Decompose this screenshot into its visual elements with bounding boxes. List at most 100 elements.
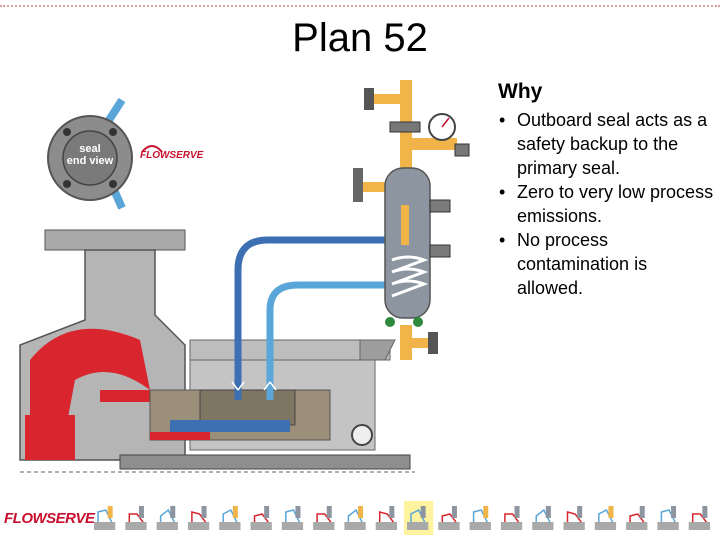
barrier-fluid-lines [231,236,385,400]
pressure-switch-icon [454,143,470,157]
gland-bolt [109,128,117,136]
gauge-needle-icon [441,117,450,128]
plan-thumbnail[interactable] [563,506,585,530]
orifice-flange [389,121,421,133]
thumbnail-vessel-icon [545,506,551,518]
barrier-outlet-line [234,236,385,400]
thumbnail-vessel-icon [170,506,176,518]
plan-thumbnail[interactable] [657,506,679,530]
plan-thumbnail[interactable] [594,506,617,530]
gauge-line [412,138,457,150]
plan-thumbnail[interactable] [532,506,554,530]
thumbnail-vessel-icon [264,506,270,518]
seal-label-line2: end view [67,155,114,167]
coolant-connection-icon [385,317,395,327]
thumbnail-pump-icon [688,522,710,530]
thumbnail-pump-icon [375,522,397,530]
reason-item: No process contamination is allowed. [495,228,715,300]
plan-thumbnail[interactable] [219,506,241,530]
reason-item: Outboard seal acts as a safety backup to… [495,108,715,180]
plan-thumbnail[interactable] [313,506,335,530]
level-switch-high [429,199,451,213]
top-decorative-rule [0,5,720,7]
thumbnail-vessel-icon [138,506,144,518]
plan-thumbnail[interactable] [125,506,147,530]
thumbnail-vessel-icon [514,506,520,518]
drain-valve-icon [428,332,438,354]
brand-mark-text: FLOWSERVE [140,150,204,161]
thumbnail-pump-icon [500,522,523,530]
seal-gland-inner [62,130,118,186]
process-fluid-discharge [25,415,75,460]
plan-thumbnail[interactable] [281,506,304,530]
thumbnail-pump-icon [657,522,679,530]
thumbnail-pump-icon [407,522,429,530]
thumbnail-pump-icon [344,522,366,530]
footer-flowserve-logo: FLOWSERVE [4,510,95,527]
gland-bolt [109,180,117,188]
plan-thumbnail[interactable] [156,506,178,530]
thumbnail-vessel-icon [107,506,113,518]
thumbnail-vessel-icon [671,506,677,518]
level-gauge-glass [401,205,409,245]
thumbnail-vessel-icon [358,506,364,518]
thumbnail-vessel-icon [577,506,583,518]
thumbnail-pump-icon [313,522,335,530]
flow-arrow-icon [263,381,277,391]
thumbnail-vessel-icon [232,506,238,518]
thumbnail-pump-icon [94,522,116,530]
thumbnail-pump-icon [187,522,210,530]
plan-thumbnail[interactable] [344,506,366,530]
plan-thumbnail[interactable] [626,506,648,530]
process-seal-gap [150,432,210,440]
drain-line [400,325,412,360]
seal-faces [170,420,290,432]
slide-title: Plan 52 [292,16,428,60]
thumbnail-pump-icon [281,522,304,530]
plan-thumbnail[interactable] [438,506,460,530]
thumbnail-pump-icon [532,522,554,530]
level-switch-low [429,244,451,258]
vent-valve-branch [372,94,402,104]
barrier-reservoir-assembly [353,80,470,360]
brand-swoosh-icon [141,145,163,153]
thumbnail-vessel-icon [451,506,457,518]
reasons-list: Outboard seal acts as a safety backup to… [495,108,715,300]
thumbnail-pump-icon [125,522,147,530]
frame-flange [359,339,396,361]
thumbnail-pump-icon [563,522,585,530]
thumbnail-vessel-icon [639,506,645,518]
thumbnail-vessel-icon [389,506,395,518]
why-heading: Why [498,80,543,103]
gland-bolt [63,128,71,136]
plan-thumbnail[interactable] [375,506,397,530]
dual-seal-cartridge [199,389,296,426]
impeller-vane [100,390,150,402]
fill-line [360,182,390,192]
plan-thumbnail[interactable] [500,506,523,530]
plan-thumbnail[interactable] [404,501,434,535]
thumbnail-vessel-icon [201,506,207,518]
thumbnail-vessel-icon [702,506,708,518]
plan-thumbnail[interactable] [688,506,710,530]
gland-bolt [63,180,71,188]
thumbnail-pump-icon [219,522,241,530]
bearing-icon [351,424,373,446]
flow-arrow-icon [231,381,245,391]
plan-thumbnail[interactable] [94,506,116,530]
thumbnail-pump-icon [250,522,272,530]
thumbnail-pump-icon [438,522,460,530]
thumbnail-pump-icon [469,522,491,530]
thumbnail-vessel-icon [326,506,332,518]
flowserve-brand-mark: FLOWSERVE [140,145,204,161]
seal-end-view: seal end view [47,97,133,210]
plan-thumbnail[interactable] [250,506,272,530]
coolant-connection-icon [413,317,423,327]
plan-thumbnail[interactable] [469,506,491,530]
suction-flange [44,229,186,251]
plan-52-piping-diagram: seal end view FLOWSERVE [19,80,470,473]
seal-label-line1: seal [79,143,100,155]
drain-valve-branch [412,338,432,348]
plan-thumbnail[interactable] [187,506,210,530]
thumbnail-pump-icon [626,522,648,530]
